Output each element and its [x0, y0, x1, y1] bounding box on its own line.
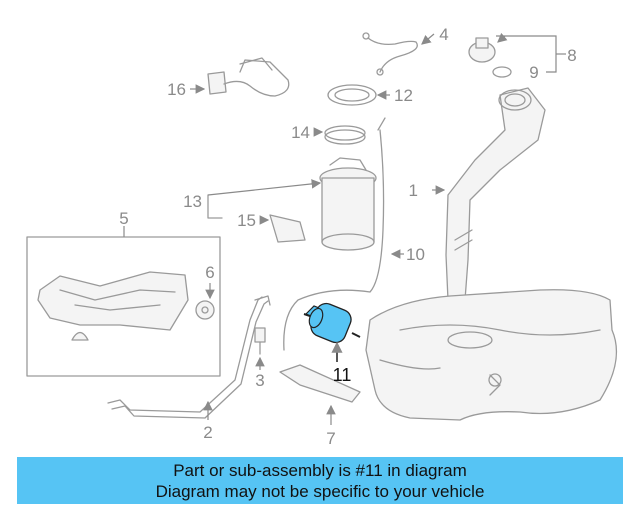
label-part-6: 6	[205, 263, 214, 282]
part-2-strap	[107, 295, 271, 420]
label-part-10: 10	[406, 245, 425, 264]
part-14-seal-ring	[313, 125, 366, 145]
label-part-15: 15	[237, 211, 256, 230]
part-10-line	[283, 117, 404, 351]
label-part-13: 13	[183, 192, 202, 211]
label-part-16: 16	[167, 80, 186, 99]
label-part-12: 12	[394, 86, 413, 105]
banner-line-1: Part or sub-assembly is #11 in diagram	[173, 461, 467, 480]
part-5-bracket-group	[26, 226, 221, 377]
parts-diagram: 1 2 3 4 5 6 7 8 9 10 11 12 13 14 15 16	[26, 25, 618, 448]
part-13-pump-module	[207, 157, 377, 251]
label-part-4: 4	[439, 25, 448, 44]
part-16-sensor	[190, 57, 290, 97]
part-1-filler-neck	[432, 87, 546, 301]
label-part-5: 5	[119, 209, 128, 228]
disclaimer-banner: Part or sub-assembly is #11 in diagram D…	[17, 457, 623, 504]
label-part-9: 9	[529, 63, 538, 82]
label-part-7: 7	[326, 429, 335, 448]
part-4-cable	[362, 32, 435, 76]
part-11-fuel-filter	[303, 302, 361, 362]
label-part-2: 2	[203, 423, 212, 442]
label-part-14: 14	[291, 123, 310, 142]
label-part-1: 1	[409, 181, 418, 200]
part-9-seal	[492, 66, 512, 78]
part-7-bracket	[279, 364, 361, 425]
part-8-fuel-cap	[468, 32, 566, 73]
banner-line-2: Diagram may not be specific to your vehi…	[155, 482, 485, 501]
fuel-tank	[365, 289, 618, 421]
label-part-11: 11	[333, 365, 352, 385]
part-3-bolt	[254, 327, 266, 370]
part-12-lock-ring	[327, 84, 390, 106]
label-part-3: 3	[255, 371, 264, 390]
label-part-8: 8	[567, 46, 576, 65]
